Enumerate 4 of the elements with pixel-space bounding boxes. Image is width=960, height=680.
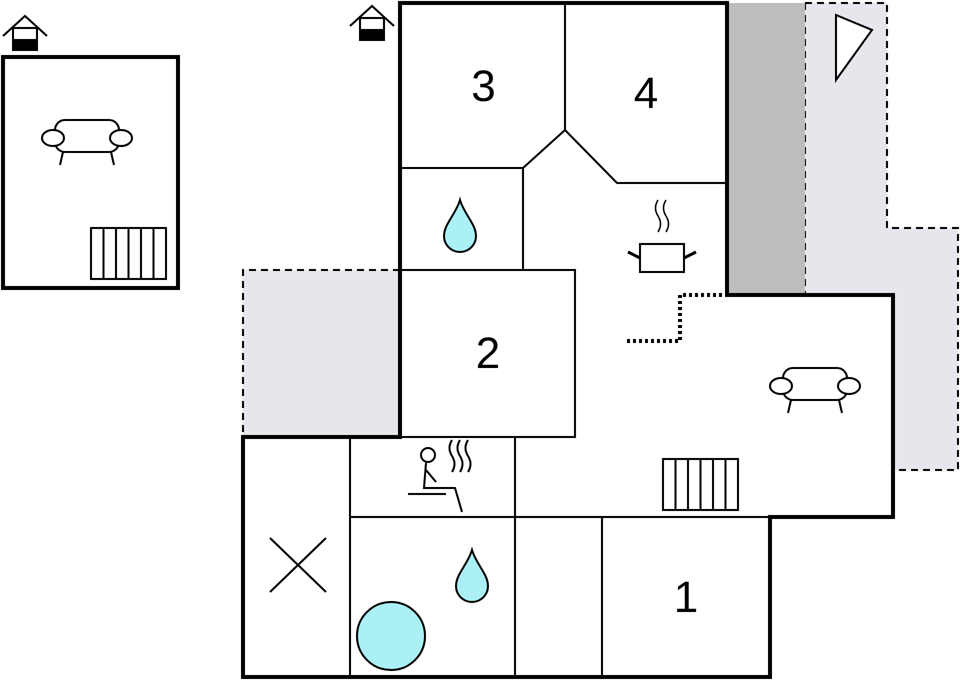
room-number: 2: [476, 329, 500, 379]
room-number: 1: [674, 572, 698, 622]
room-number: 4: [634, 69, 658, 119]
room-number: 3: [471, 62, 496, 112]
